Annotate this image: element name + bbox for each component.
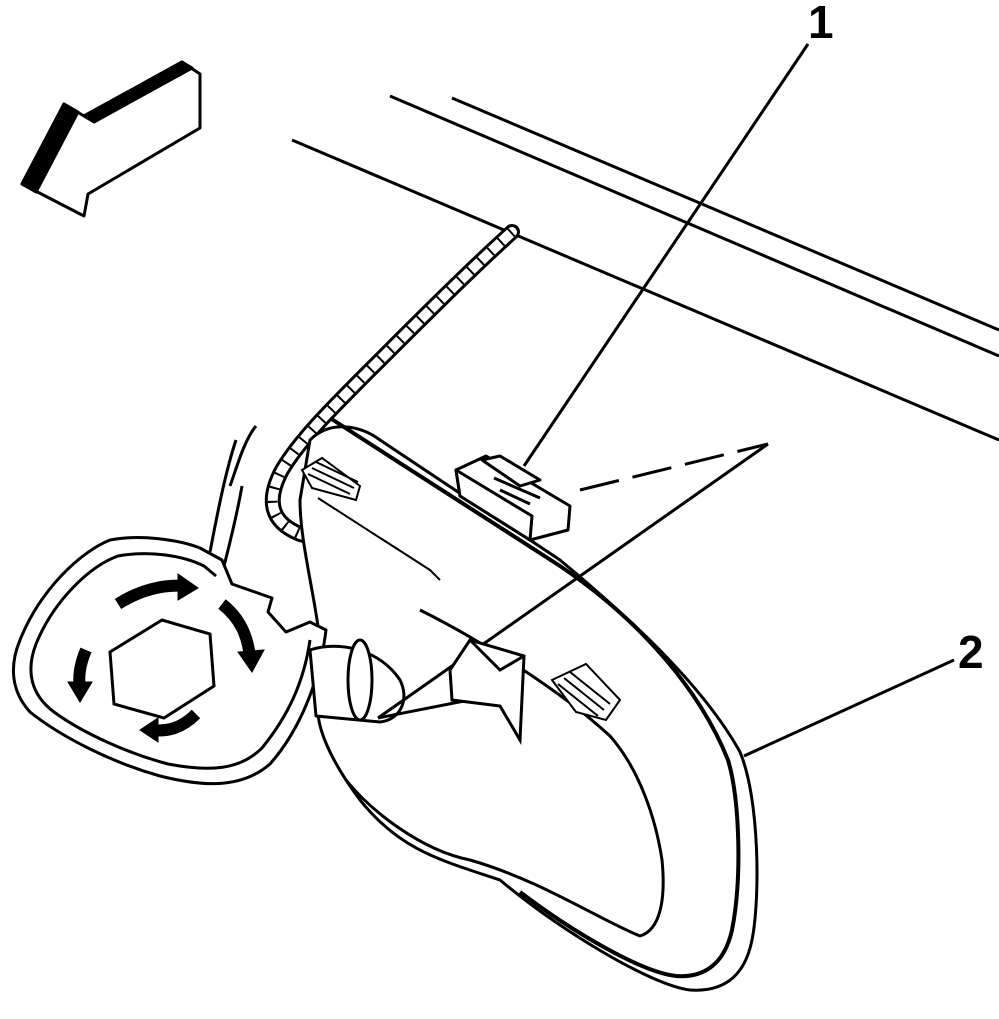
mount-clip	[448, 638, 526, 746]
electrical-connector	[454, 454, 572, 542]
leader-line-2	[743, 658, 955, 758]
windshield-edge-lines	[291, 94, 999, 442]
leader-line-1	[522, 43, 810, 467]
mirror-vent-upper	[300, 456, 362, 502]
rotation-arrows-icon	[67, 573, 265, 743]
callout-2: 2	[958, 626, 984, 678]
leader-lines	[522, 43, 955, 758]
front-arrow-icon	[20, 60, 202, 218]
hex-screw-head	[108, 618, 216, 720]
callout-1: 1	[808, 0, 834, 48]
mirror-vent-lower	[550, 662, 622, 722]
